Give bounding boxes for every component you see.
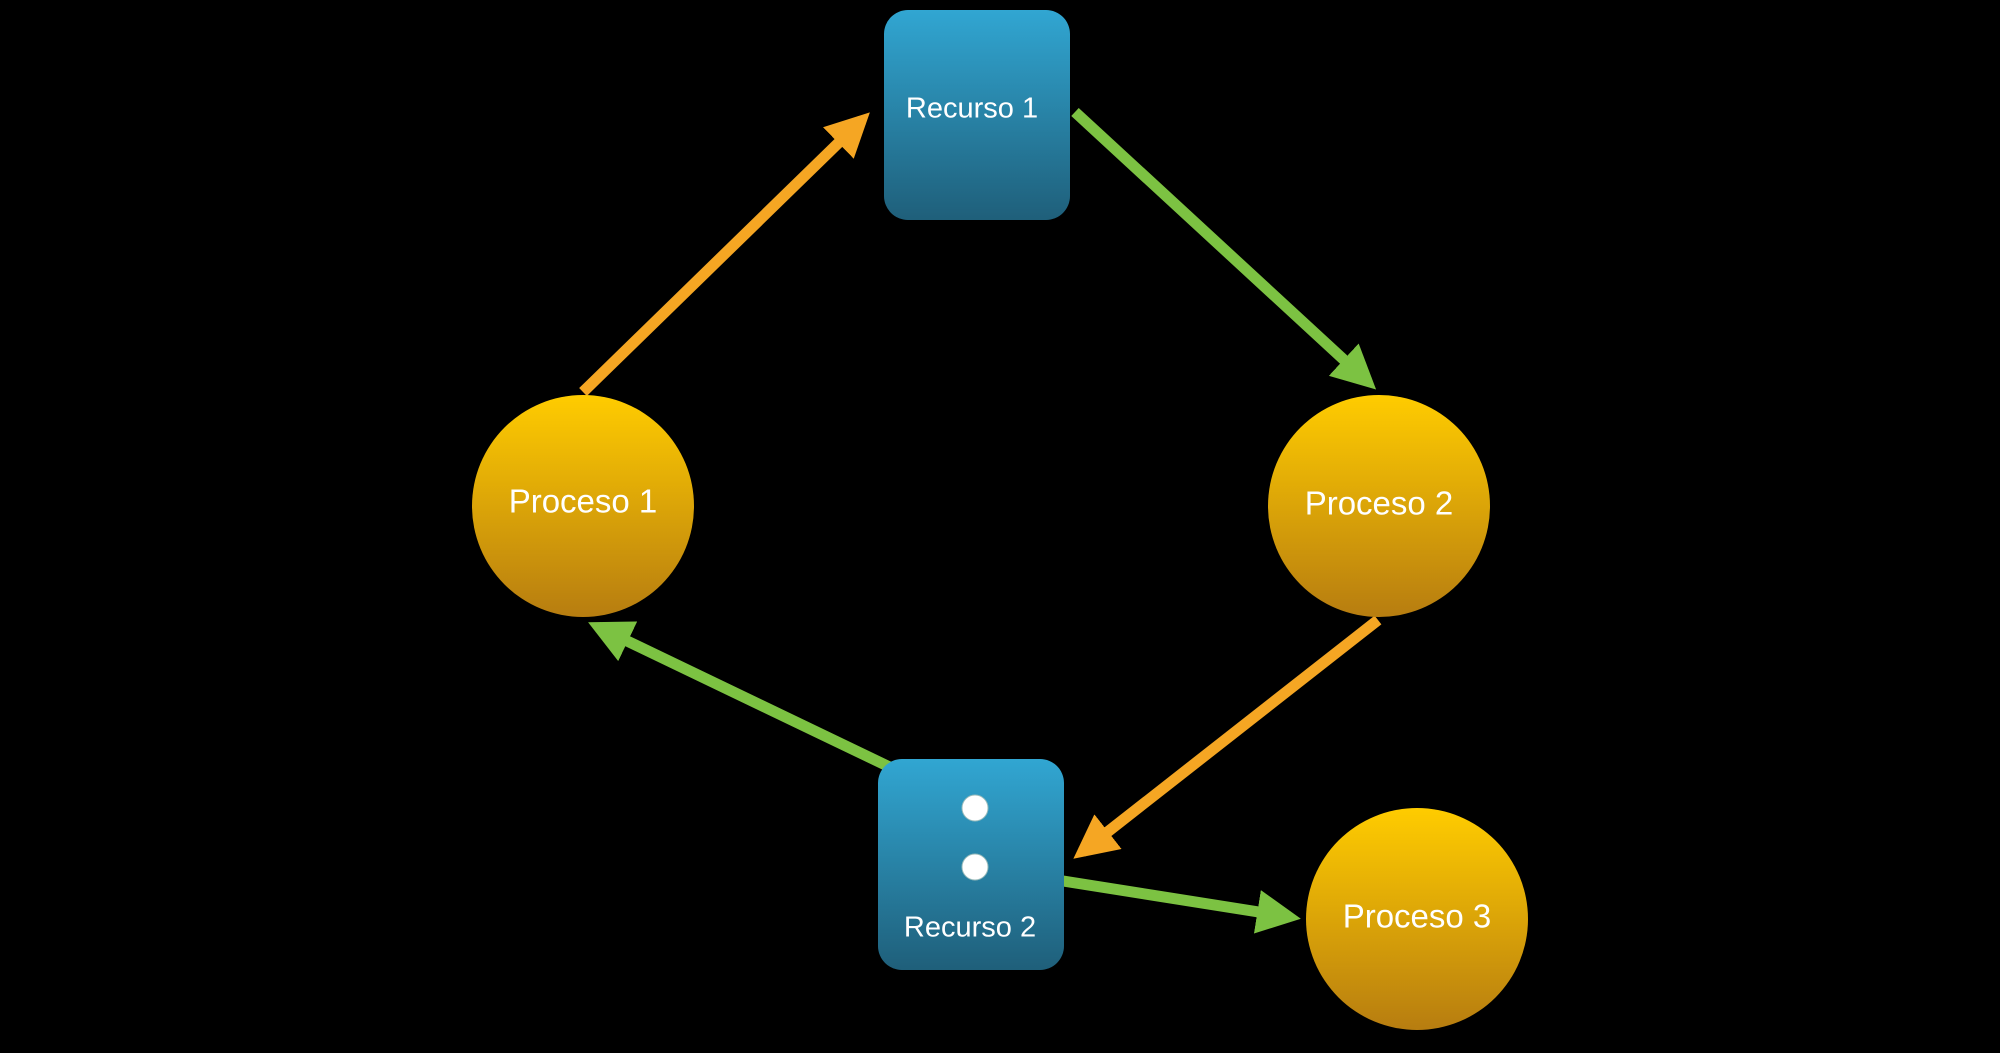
resource-node-recurso-1: Recurso 1	[884, 10, 1070, 220]
process-node-proceso-1: Proceso 1	[472, 395, 694, 617]
edge-proceso1-to-recurso1	[579, 112, 870, 396]
process-label: Proceso 2	[1305, 485, 1454, 522]
edge-proceso2-to-recurso2	[1073, 615, 1382, 859]
process-label: Proceso 1	[509, 483, 658, 520]
resource-label: Recurso 2	[904, 912, 1036, 944]
process-label: Proceso 3	[1343, 898, 1492, 935]
process-node-proceso-3: Proceso 3	[1306, 808, 1528, 1030]
process-node-proceso-2: Proceso 2	[1268, 395, 1490, 617]
edge-recurso1-to-proceso2	[1071, 107, 1377, 390]
resource-instance-dot	[961, 853, 989, 881]
resource-node-recurso-2: Recurso 2	[878, 759, 1064, 970]
resource-label: Recurso 1	[906, 93, 1038, 125]
resource-instance-dot	[961, 794, 989, 822]
